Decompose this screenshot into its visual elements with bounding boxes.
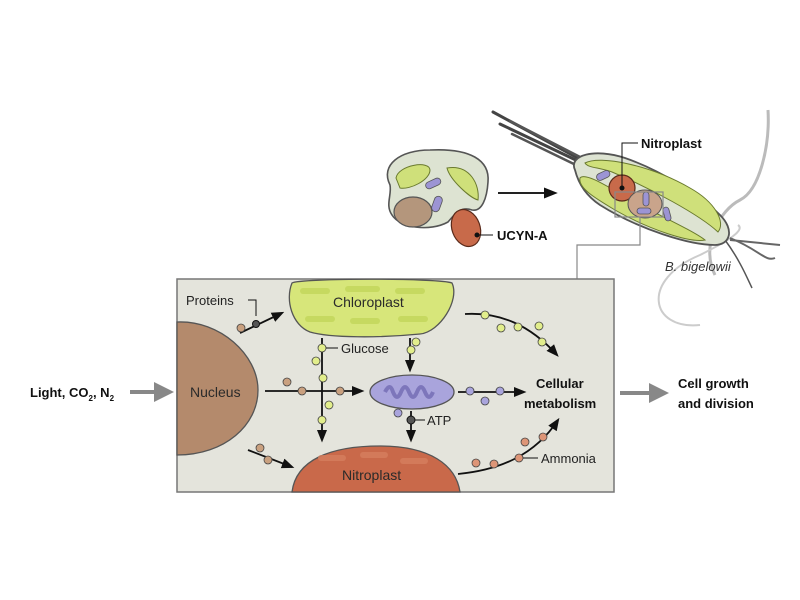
- glucose-label: Glucose: [341, 341, 389, 356]
- host-cell-before: [386, 149, 489, 229]
- metabolism-label-2: metabolism: [524, 396, 596, 411]
- proteins-label: Proteins: [186, 293, 234, 308]
- ucyn-a-cell: [450, 208, 482, 248]
- ucyn-a-label: UCYN-A: [497, 228, 548, 243]
- flagella: [491, 109, 781, 327]
- atp-label: ATP: [427, 413, 451, 428]
- inputs-label: Light, CO2, N2: [30, 385, 115, 403]
- b-bigelowii-cell: [573, 152, 730, 246]
- organism-name: B. bigelowii: [665, 259, 732, 274]
- output-label-2: and division: [678, 396, 754, 411]
- ammonia-label: Ammonia: [541, 451, 597, 466]
- nitroplast-label-inner: Nitroplast: [342, 467, 401, 483]
- zoom-connector: [576, 217, 641, 279]
- metabolism-label-1: Cellular: [536, 376, 584, 391]
- output-label-1: Cell growth: [678, 376, 749, 391]
- chloroplast-label: Chloroplast: [333, 294, 404, 310]
- zoom-region-box: [614, 191, 664, 218]
- nucleus: [176, 321, 259, 456]
- nitroplast-label-top: Nitroplast: [641, 136, 702, 151]
- nucleus-label: Nucleus: [190, 384, 241, 400]
- mitochondrion: [369, 374, 455, 410]
